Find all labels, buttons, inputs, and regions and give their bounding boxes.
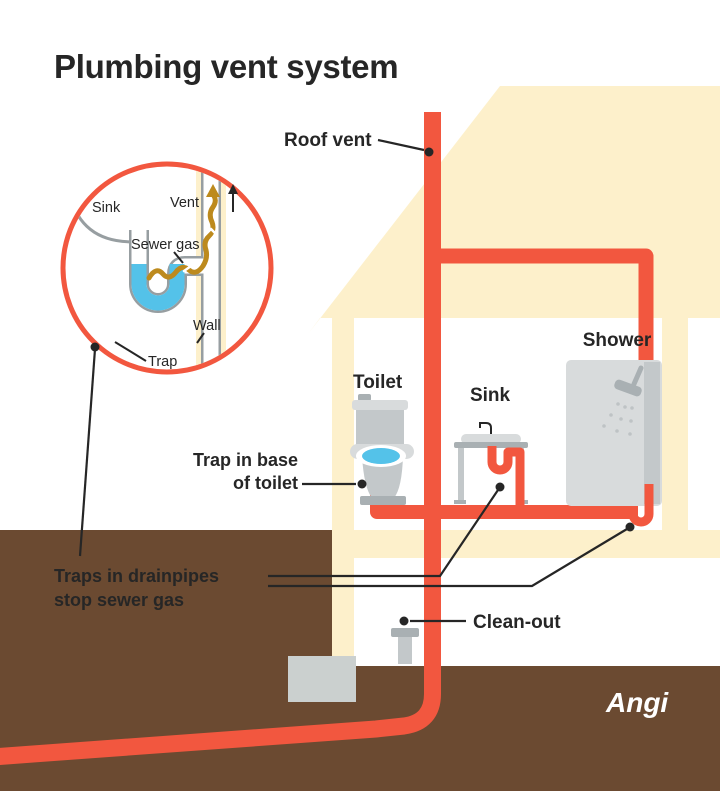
leader-dot-inset [90, 342, 100, 352]
trap-in-base-label-line2: of toilet [233, 473, 298, 493]
sink-label: Sink [470, 385, 511, 406]
leader-line-roof-vent [377, 138, 425, 152]
roof-area [308, 86, 720, 334]
inset-trap-label: Trap [148, 354, 177, 370]
sink-foot-left [454, 500, 466, 504]
sink-counter [454, 442, 528, 448]
floor-slab [332, 530, 720, 558]
shower-trap-pipe [628, 484, 654, 527]
toilet-figure [350, 394, 414, 505]
roof-vent-label: Roof vent [284, 130, 372, 151]
shower-spray-dots [602, 402, 634, 436]
leader-dot-toilet-trap [357, 479, 367, 489]
toilet-bowl-water [362, 448, 400, 464]
shower-label: Shower [583, 330, 652, 351]
clean-out-fitting [391, 628, 419, 664]
leader-line-traps-to-shower [268, 528, 628, 588]
trap-inset: Sink Vent Sewer gas Trap Wall [60, 161, 274, 375]
inset-sink-label: Sink [92, 200, 121, 216]
toilet-pedestal [362, 456, 403, 498]
leader-dot-clean-out [399, 616, 409, 626]
page-title: Plumbing vent system [54, 48, 398, 85]
sink-faucet [479, 422, 492, 436]
shower-panel-edge [644, 362, 660, 504]
flow-arrow-up-icon [203, 227, 219, 237]
shower-arm [631, 365, 644, 387]
leader-dot-sink-trap [495, 482, 505, 492]
right-wall [662, 314, 688, 530]
toilet-tank-lid [352, 400, 408, 410]
trap-pointer [114, 341, 147, 362]
wall-pointer [196, 332, 205, 344]
angi-logo: Angi [605, 687, 669, 718]
clean-out-cap [391, 628, 419, 637]
toilet-label: Toilet [353, 372, 403, 393]
leader-line-inset-to-label [78, 348, 97, 557]
inset-wall-label: Wall [193, 318, 221, 334]
shower-head-icon [614, 379, 642, 397]
trap-in-base-label-line1: Trap in base [193, 450, 298, 470]
toilet-tank [356, 404, 404, 448]
main-stack-and-sewer-pipe [0, 112, 441, 765]
clean-out-stem [398, 637, 412, 664]
inset-trap-water [131, 264, 185, 311]
sewer-gas-arrowhead [206, 184, 220, 197]
sewer-gas-pointer [173, 251, 184, 264]
leader-line-traps-to-sink [268, 489, 499, 578]
inset-sewer-gas-label: Sewer gas [131, 237, 200, 253]
leader-dot-roof-vent [424, 147, 434, 157]
concrete-footing [288, 656, 356, 702]
sink-basin [461, 434, 521, 444]
clean-out-label: Clean-out [473, 612, 561, 633]
leader-dot-shower-trap [625, 522, 635, 532]
sink-leg-left [458, 448, 464, 502]
inset-vent-label: Vent [170, 195, 199, 211]
toilet-base [360, 496, 406, 505]
shower-panel [566, 360, 662, 506]
flow-arrow-right-icon [182, 259, 193, 273]
inset-circle [60, 161, 274, 375]
shower-figure [566, 360, 662, 506]
traps-drainpipes-label-line1: Traps in drainpipes [54, 566, 219, 586]
vent-arrow-head-icon [228, 184, 238, 194]
leaders [78, 138, 635, 626]
left-wall [332, 310, 354, 662]
sewer-gas-squiggle [146, 193, 218, 281]
traps-drainpipes-label-line2: stop sewer gas [54, 590, 184, 610]
toilet-flush-button [358, 394, 371, 401]
sink-trap-pipe [487, 446, 525, 506]
